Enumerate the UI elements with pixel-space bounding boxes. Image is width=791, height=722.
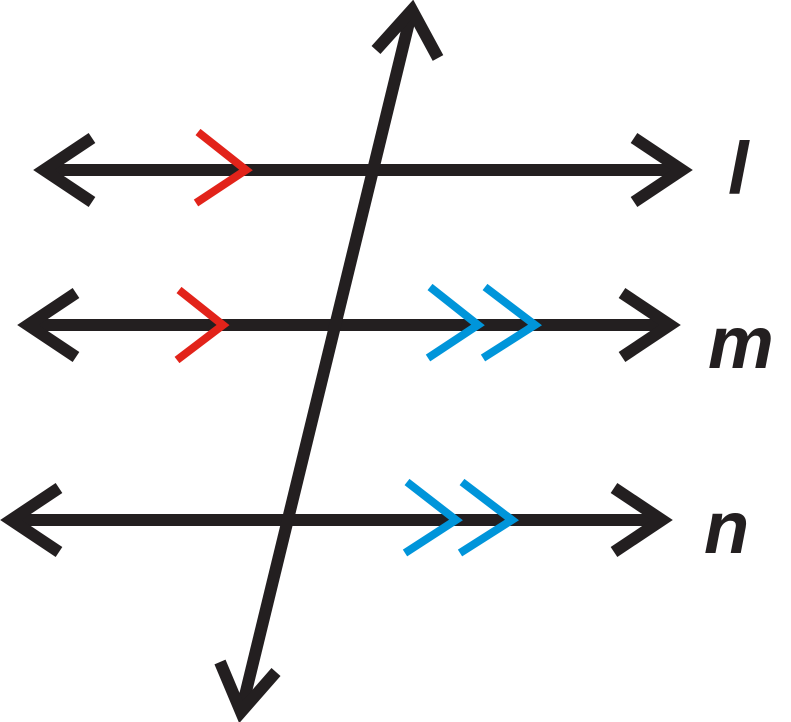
red-parallel-markers (174, 128, 253, 364)
label-l: l (728, 127, 750, 210)
blue-marker-n-2 (457, 478, 519, 557)
line-m (17, 288, 681, 362)
line-n (0, 483, 673, 557)
blue-marker-n-1 (402, 478, 463, 557)
blue-parallel-markers (402, 283, 542, 557)
blue-marker-m-2 (480, 283, 542, 362)
label-m: m (708, 301, 774, 384)
blue-marker-m-1 (425, 283, 485, 362)
line-l (33, 133, 693, 207)
red-marker-m (174, 286, 230, 364)
label-n: n (704, 486, 749, 569)
transversal-line (214, 0, 444, 722)
red-marker-l (193, 128, 253, 207)
